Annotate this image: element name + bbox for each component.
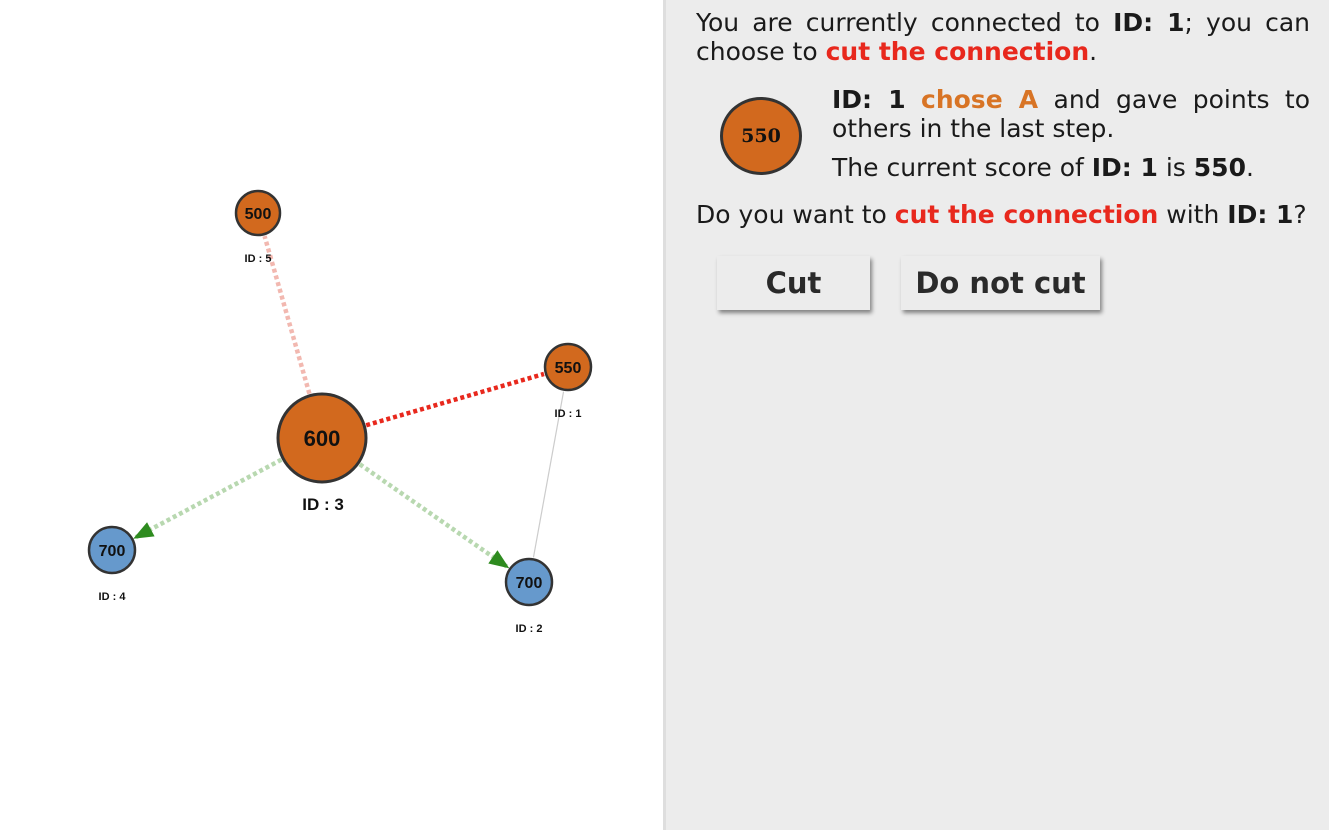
- cut-connection-phrase: cut the connection: [825, 37, 1090, 66]
- node-circle: [504, 557, 554, 607]
- panel-divider: [663, 0, 666, 830]
- partner-choice: chose A: [921, 85, 1039, 114]
- node-id-5: 500 ID : 5: [234, 189, 282, 265]
- partner-id: ID: 1: [1113, 8, 1185, 37]
- partner-score-text: The current score of ID: 1 is 550.: [832, 153, 1254, 182]
- arrowhead-icon: [488, 550, 510, 569]
- node-circle: [543, 342, 593, 392]
- node-score: 600: [304, 426, 341, 451]
- edge-id-1-to-id-2: [532, 391, 565, 558]
- cut-button[interactable]: Cut: [717, 256, 870, 310]
- decision-question: Do you want to cut the connection with I…: [696, 200, 1307, 229]
- node-id-label: ID : 3: [302, 495, 344, 514]
- node-id-label: ID : 4: [99, 591, 127, 603]
- node-id-label: ID : 5: [245, 253, 272, 265]
- node-circle: [276, 392, 368, 484]
- decision-panel: You are currently connected to ID: 1; yo…: [666, 0, 1329, 830]
- edge-cuttable-to-id-1: [365, 371, 545, 428]
- network-graph: 500 ID : 5 550 ID : 1 600 ID : 3 700 ID : 4 700I…: [87, 189, 593, 635]
- edge-faded-to-id-5: [262, 235, 312, 395]
- do-not-cut-button[interactable]: Do not cut: [901, 256, 1100, 310]
- edge-give-to-id-4: [132, 457, 283, 541]
- node-id-1: 550 ID : 1: [543, 342, 593, 420]
- node-id-label: ID : 2: [516, 623, 543, 635]
- node-score: 700: [516, 575, 543, 592]
- partner-score: 550: [1193, 153, 1246, 182]
- node-score: 500: [245, 206, 272, 223]
- edge-give-to-id-2: [358, 462, 510, 570]
- node-id-4: 700 ID : 4: [87, 525, 137, 603]
- partner-choice-text: ID: 1 chose A and gave points to others …: [832, 85, 1311, 143]
- node-score: 700: [99, 543, 126, 560]
- node-id-label: ID : 1: [555, 408, 582, 420]
- partner-score-value: 550: [741, 125, 781, 147]
- node-id-2: 700 ID : 2: [504, 557, 554, 635]
- node-score: 550: [555, 360, 582, 377]
- node-circle: [87, 525, 137, 575]
- node-id-3: 600 ID : 3: [276, 392, 368, 514]
- partner-score-avatar: 550: [720, 97, 802, 175]
- connection-status-text: You are currently connected to ID: 1; yo…: [696, 8, 1311, 66]
- node-circle: [234, 189, 282, 237]
- arrowhead-icon: [133, 522, 155, 539]
